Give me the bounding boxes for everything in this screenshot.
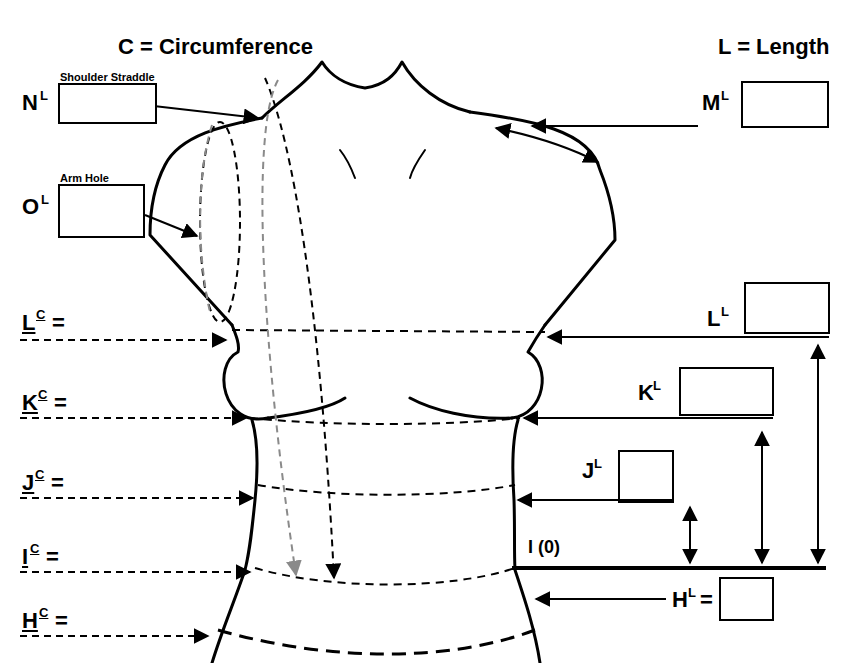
measure-type: C [36, 308, 45, 321]
measure-letter: K [638, 382, 654, 404]
measure-letter: J [22, 472, 34, 494]
equals-sign: = [46, 546, 59, 568]
equals-sign: = [55, 610, 68, 632]
circumference-lines [218, 330, 545, 654]
box-heading: Shoulder Straddle [60, 72, 155, 83]
measure-type: L [41, 193, 49, 206]
measure-type: L [721, 89, 729, 102]
equals-sign: = [51, 472, 64, 494]
left-leader-lines [20, 340, 253, 636]
measurement-box: Arm Hole [58, 184, 145, 238]
measurement-boxes [619, 82, 829, 620]
equals-sign: = [700, 589, 713, 611]
measure-type: C [38, 388, 47, 401]
shoulder-armhole-lines [200, 78, 334, 578]
equals-sign: = [54, 392, 67, 414]
leader-arrows [145, 105, 829, 599]
measure-letter: K [22, 392, 38, 414]
key-heading: C = Circumference [118, 36, 313, 58]
measure-type: C [30, 542, 39, 555]
measure-type: C [35, 468, 44, 481]
box-heading: Arm Hole [60, 173, 109, 184]
measure-type: L [653, 379, 661, 392]
measure-letter: O [22, 196, 39, 218]
body-outline [150, 62, 615, 663]
zero-reference: I (0) [528, 538, 560, 556]
key-heading: L = Length [718, 36, 829, 58]
measure-letter: M [702, 92, 720, 114]
measure-type: L [688, 586, 696, 599]
equals-sign: = [52, 312, 65, 334]
measure-letter: I [22, 546, 28, 568]
measure-letter: H [22, 610, 38, 632]
measure-type: L [721, 305, 729, 318]
measure-letter: H [672, 589, 688, 611]
measure-letter: L [707, 308, 720, 330]
measure-letter: L [22, 312, 35, 334]
measure-type: C [39, 606, 48, 619]
measure-letter: J [582, 460, 594, 482]
measurement-box: Shoulder Straddle [58, 83, 157, 124]
measure-letter: N [22, 92, 38, 114]
measure-type: L [40, 89, 48, 102]
measure-type: L [594, 457, 602, 470]
